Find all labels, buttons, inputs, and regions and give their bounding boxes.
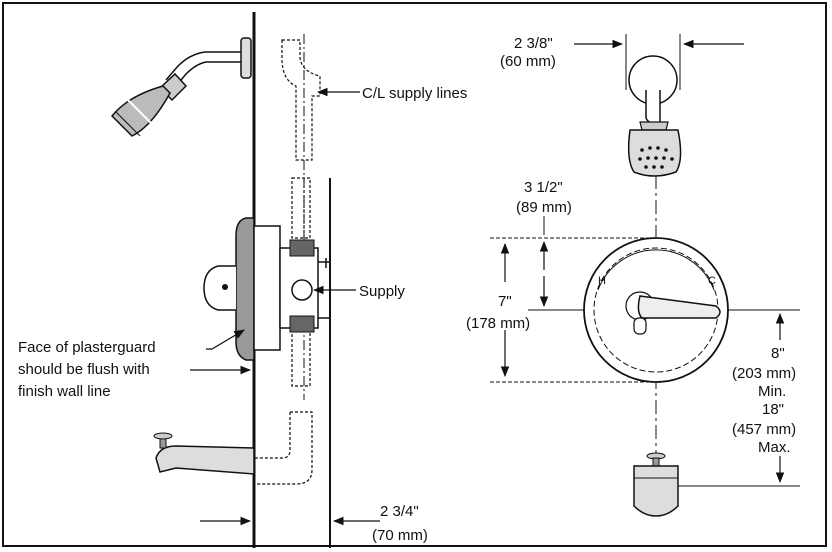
- tub-spout-front: [633, 452, 679, 517]
- depth-dim-in: 2 3/4": [380, 503, 419, 520]
- max-dim-word: Max.: [758, 439, 791, 456]
- shower-head-side: [110, 72, 188, 137]
- shower-front: [627, 55, 682, 177]
- hot-mark: H: [598, 275, 606, 287]
- tub-spout-pipe: [254, 411, 313, 485]
- cold-mark: C: [708, 275, 716, 287]
- height-dim-in: 7": [498, 293, 512, 310]
- face-label-line2: should be flush with: [18, 361, 150, 378]
- shower-arm: [165, 51, 241, 87]
- trim-dim-mm: (89 mm): [516, 199, 572, 216]
- valve-body-side: [235, 217, 330, 361]
- arm-dim-mm: (60 mm): [500, 53, 556, 70]
- max-dim-in: 18": [762, 401, 784, 418]
- height-dim-mm: (178 mm): [466, 315, 530, 332]
- escutcheon-front: H C: [583, 237, 729, 383]
- tub-spout: [153, 432, 255, 475]
- min-dim-word: Min.: [758, 383, 786, 400]
- shower-arm-flange: [240, 37, 252, 79]
- min-dim-mm: (203 mm): [732, 365, 796, 382]
- trim-dim-in: 3 1/2": [524, 179, 563, 196]
- arm-dim-in: 2 3/8": [514, 35, 553, 52]
- face-label-line3: finish wall line: [18, 383, 111, 400]
- cl-supply-lines-label: C/L supply lines: [362, 85, 467, 102]
- depth-dim-mm: (70 mm): [372, 527, 428, 544]
- supply-label: Supply: [359, 283, 405, 300]
- face-label-line1: Face of plasterguard: [18, 339, 156, 356]
- max-dim-mm: (457 mm): [732, 421, 796, 438]
- min-dim-in: 8": [771, 345, 785, 362]
- supply-pipe-upper: [281, 39, 321, 387]
- handle-side: [203, 265, 236, 311]
